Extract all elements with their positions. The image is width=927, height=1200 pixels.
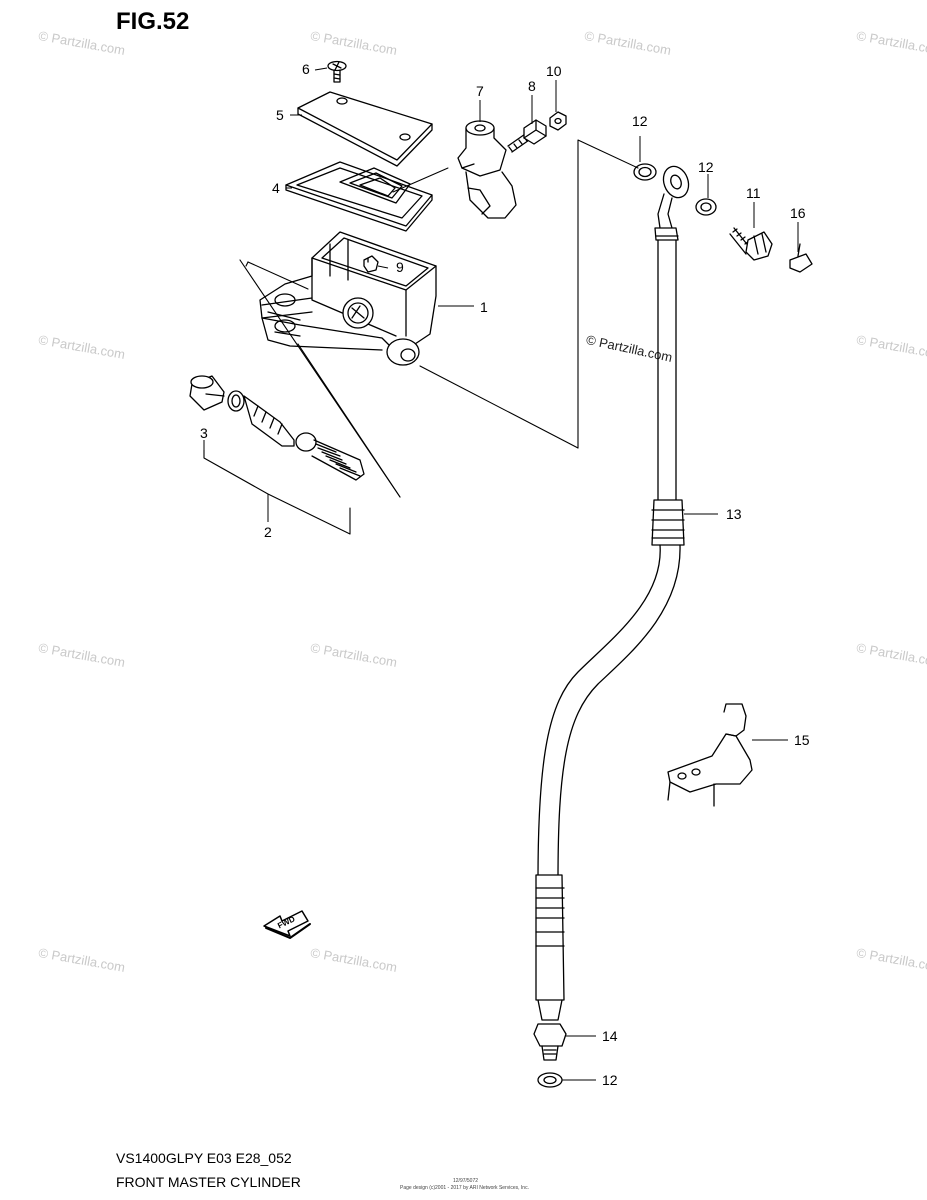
part-4-diaphragm-plate	[285, 161, 433, 232]
figure-title: FIG.52	[116, 8, 190, 35]
part-label-5: 5	[276, 107, 284, 123]
part-label-6: 6	[302, 61, 310, 77]
part-label-1: 1	[480, 299, 488, 315]
part-label-12: 12	[602, 1072, 618, 1088]
part-14-fitting	[533, 1023, 567, 1061]
fine-print-code: 12/97/5072	[453, 1178, 479, 1184]
part-12-washer-lower	[537, 1072, 563, 1088]
part-label-12: 12	[632, 113, 648, 129]
part-11-banjo-bolt	[729, 227, 773, 261]
model-code: VS1400GLPY E03 E28_052	[116, 1150, 292, 1166]
part-label-3: 3	[200, 425, 208, 441]
part-13-brake-hose	[535, 165, 690, 1021]
part-label-7: 7	[476, 83, 484, 99]
part-12-washer-upper	[633, 163, 657, 181]
part-7-lever-holder	[457, 120, 517, 219]
part-label-4: 4	[272, 180, 280, 196]
part-8-bolt	[507, 119, 547, 153]
part-12-washer-middle	[695, 198, 717, 216]
part-label-10: 10	[546, 63, 562, 79]
part-label-12: 12	[698, 159, 714, 175]
fine-print-copyright: Page design (c)2001 - 2017 by ARI Networ…	[400, 1185, 529, 1191]
part-label-13: 13	[726, 506, 742, 522]
fwd-arrow-icon	[263, 910, 311, 939]
part-label-2: 2	[264, 524, 272, 540]
part-10-nut	[549, 111, 567, 131]
part-label-11: 11	[746, 185, 761, 201]
part-9-bleeder	[363, 255, 379, 273]
part-16-cap	[789, 243, 813, 273]
diagram-name: FRONT MASTER CYLINDER	[116, 1174, 301, 1190]
part-5-reservoir-cap	[297, 91, 433, 167]
part-label-14: 14	[602, 1028, 618, 1044]
part-label-16: 16	[790, 205, 806, 221]
part-label-15: 15	[794, 732, 810, 748]
part-15-bracket	[667, 703, 753, 807]
part-6-screw	[327, 60, 347, 83]
part-2-piston-assembly	[227, 390, 365, 481]
part-1-master-cylinder	[259, 231, 437, 366]
part-label-8: 8	[528, 78, 536, 94]
part-label-9: 9	[396, 259, 404, 275]
part-3-piston-cup	[189, 375, 225, 411]
